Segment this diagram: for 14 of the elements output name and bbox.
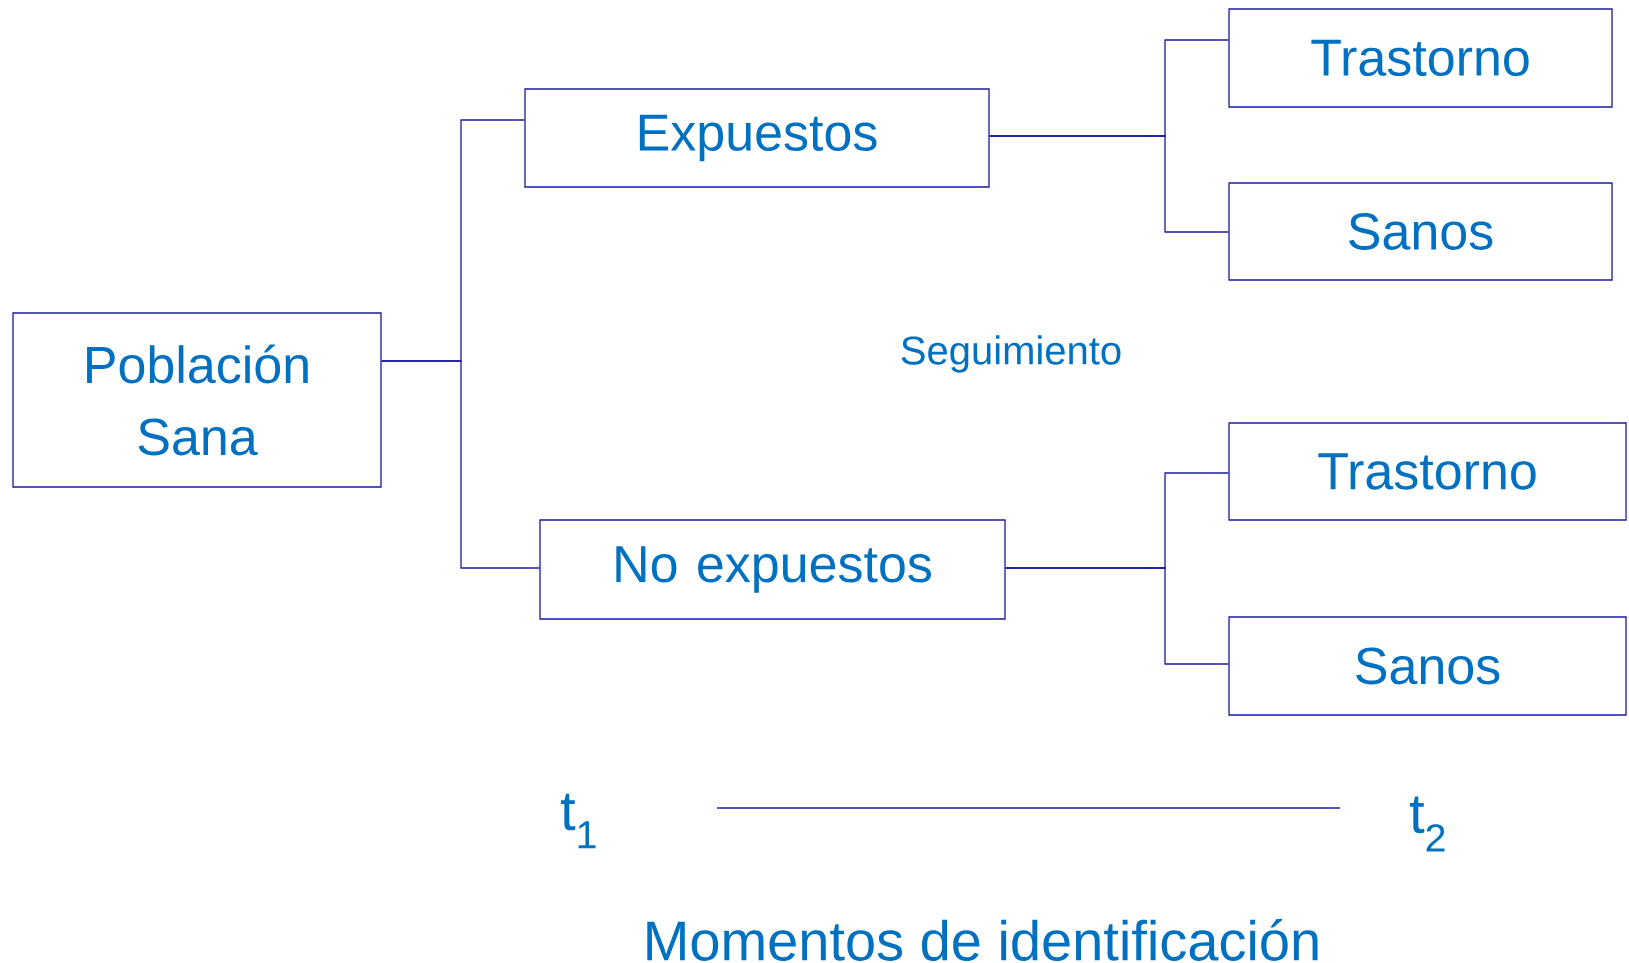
process-box: Expuestos xyxy=(524,88,990,188)
time-label: t$_{1}$ xyxy=(560,793,596,849)
connector-line xyxy=(381,360,540,569)
process-box: Sanos xyxy=(1228,182,1613,281)
process-box: Sanos xyxy=(1228,616,1627,716)
connector-line xyxy=(989,135,1229,233)
process-box: Trastorno xyxy=(1228,422,1627,521)
process-box: Trastorno xyxy=(1228,8,1613,108)
follow-up-label: Seguimiento xyxy=(901,335,1121,373)
time-label: t$_{2}$ xyxy=(1409,796,1445,852)
process-box: No expuestos xyxy=(539,519,1006,620)
connector-line xyxy=(1005,567,1229,665)
process-box: Población Sana xyxy=(12,312,382,488)
axis-caption: Momentos de identificación xyxy=(647,919,1318,961)
